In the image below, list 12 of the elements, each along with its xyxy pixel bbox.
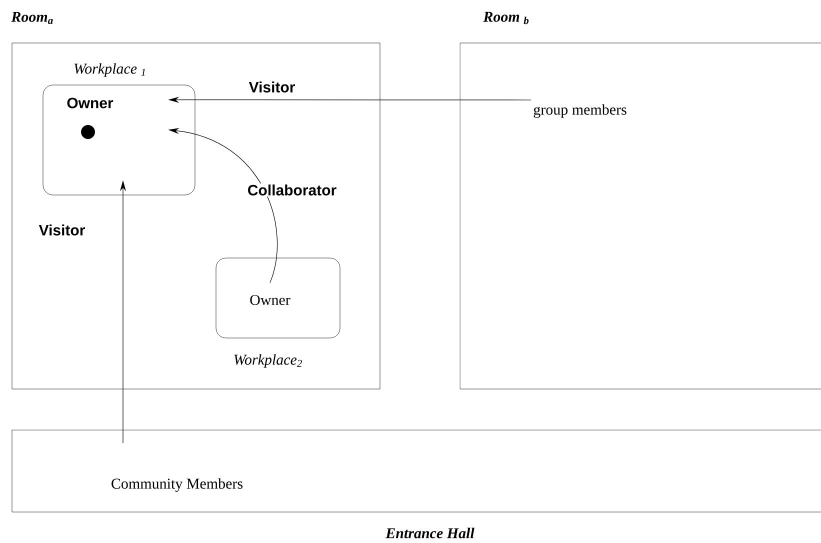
edge-label: Visitor xyxy=(248,80,296,94)
owner-label: Owner xyxy=(67,98,114,108)
edge-label: Collaborator xyxy=(246,184,338,196)
member-label: group members xyxy=(534,104,626,118)
workplace-label: Workplace $_{1}$ xyxy=(74,63,145,77)
member-label: Owner xyxy=(250,294,290,306)
room-title: Room $_{b}$ xyxy=(483,12,529,24)
hall-title: Entrance Hall xyxy=(386,528,474,538)
workplace-label: Workplace$_{2}$ xyxy=(234,354,302,368)
member-label: Community Members xyxy=(112,478,242,492)
edge-label: Visitor xyxy=(38,224,86,236)
room-title: Room$_{a}$ xyxy=(11,12,53,24)
